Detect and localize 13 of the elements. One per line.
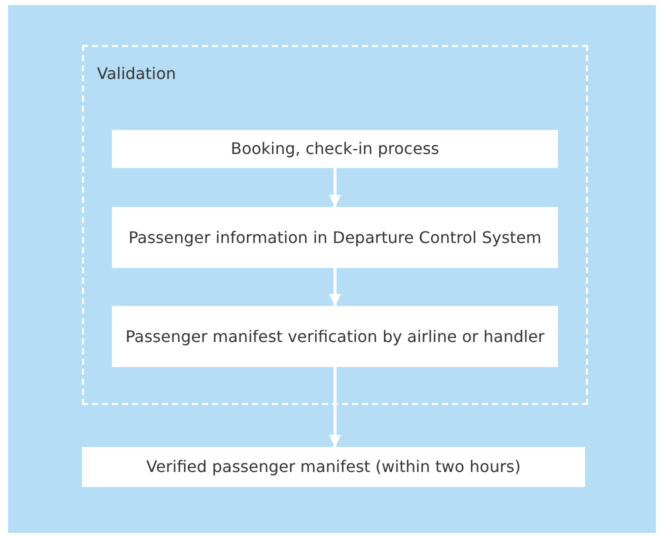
process-box: [82, 447, 585, 487]
arrow: [329, 268, 341, 306]
box-text: Passenger manifest verification by airline or handler: [125, 326, 544, 348]
process-box: [112, 306, 558, 367]
box-text: Passenger information in Departure Control System: [128, 226, 542, 248]
box-text: Verified passenger manifest (within two hours): [146, 456, 521, 478]
arrow: [329, 168, 341, 207]
group-label: Validation: [97, 63, 176, 85]
process-box: [112, 207, 558, 268]
box-text: Booking, check-in process: [230, 138, 440, 160]
process-box: [112, 130, 558, 168]
dashed-group-box: [82, 45, 588, 405]
arrow: [329, 367, 341, 447]
